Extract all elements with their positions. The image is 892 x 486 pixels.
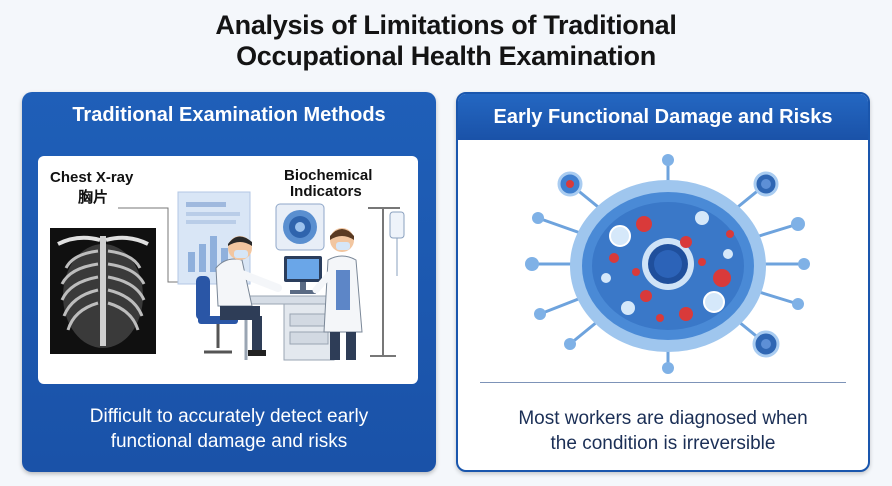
report-document [177,191,251,285]
seated-doctor [215,236,282,356]
functional-damage-header: Early Functional Damage and Risks [458,94,868,140]
traditional-methods-header: Traditional Examination Methods [72,104,386,126]
standing-doctor [312,228,363,360]
title-line-1: Analysis of Limitations of Traditional [215,10,677,40]
damage-particles [609,216,734,322]
xray-image [50,228,156,354]
traditional-caption-line-1: Difficult to accurately detect early [89,406,369,427]
traditional-caption-line-2: functional damage and risks [110,431,348,452]
biochemical-label-2: Indicators [290,183,362,200]
iv-stand-icon [368,207,405,357]
damage-caption-line-2: the condition is irreversible [550,433,776,454]
damaged-cell-illustration [518,154,818,374]
chest-xray-label-zh: 胸片 [78,188,108,206]
traditional-methods-caption: Difficult to accurately detect early fun… [22,404,436,454]
title-line-2: Occupational Health Examination [236,41,656,71]
desk [237,295,339,361]
damage-caption-line-1: Most workers are diagnosed when [518,408,808,429]
biochemical-label-1: Biochemical [284,167,372,184]
functional-damage-caption: Most workers are diagnosed when the cond… [458,406,868,456]
cell-spike-tips [525,154,810,374]
chest-xray-label: Chest X-ray [50,169,134,186]
panel-divider [480,382,846,383]
examination-illustration: Chest X-ray 胸片 Biochemical Indicators [38,156,418,384]
page-title: Analysis of Limitations of Traditional O… [0,10,892,72]
cell-vesicles [601,211,733,315]
traditional-methods-panel: Traditional Examination Methods Chest X-… [22,92,436,472]
cell-nucleus [642,238,694,290]
computer-monitor [284,256,322,294]
cell-sample-icon [275,203,325,251]
functional-damage-panel: Early Functional Damage and Risks [456,92,870,472]
